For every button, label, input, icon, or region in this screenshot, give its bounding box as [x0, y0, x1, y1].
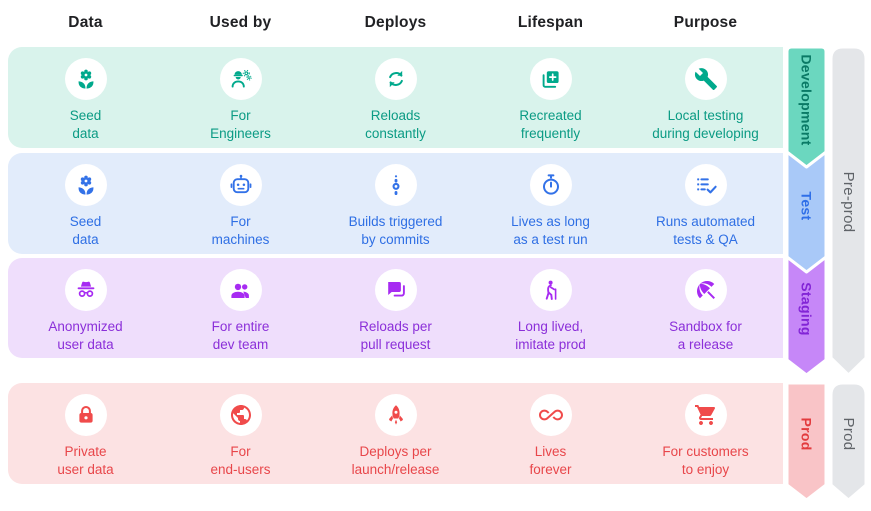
forum-icon [374, 269, 417, 311]
engineer-icon [219, 58, 262, 100]
cell-label: Long lived, imitate prod [515, 319, 586, 352]
cell-test-data: Seed data [8, 153, 163, 254]
commit-icon [374, 164, 417, 206]
column-header-purpose: Purpose [673, 14, 738, 31]
cell-label: For customers to enjoy [662, 444, 749, 477]
cell-label: Sandbox for a release [669, 319, 742, 352]
cell-prod-data: Private user data [8, 383, 163, 484]
ribbon-prod [785, 381, 828, 502]
wrench-icon [684, 58, 727, 100]
column-header-lifespan: Lifespan [517, 14, 584, 31]
cart-icon [684, 394, 727, 436]
infinity-icon [529, 394, 572, 436]
cell-prod-lifespan: Lives forever [473, 383, 628, 484]
prod-bracket [829, 381, 868, 502]
cell-test-lifespan: Lives as long as a test run [473, 153, 628, 254]
env-row-test: Seed data For machines Builds triggered by… [8, 153, 783, 254]
seedling-icon [64, 58, 107, 100]
cell-development-lifespan: Recreated frequently [473, 47, 628, 148]
column-header-deploys: Deploys [364, 14, 427, 31]
cell-label: Private user data [57, 444, 114, 477]
cell-development-used-by: For Engineers [163, 47, 318, 148]
cell-staging-purpose: Sandbox for a release [628, 258, 783, 358]
cell-prod-purpose: For customers to enjoy [628, 383, 783, 484]
cell-label: Seed data [69, 214, 102, 247]
robot-icon [219, 164, 262, 206]
ribbon-development [785, 45, 828, 169]
incognito-icon [64, 269, 107, 311]
cell-prod-deploys: Deploys per launch/release [318, 383, 473, 484]
column-headers: Data Used by Deploys Lifespan Purpose [8, 14, 783, 32]
ribbon-test-label: Test [799, 192, 815, 221]
group-icon [219, 269, 262, 311]
ribbon-development-label: Development [799, 54, 815, 145]
cell-label: Reloads per pull request [359, 319, 432, 352]
column-header-used-by: Used by [209, 14, 272, 31]
ribbon-prod-label: Prod [799, 417, 815, 450]
rocket-icon [374, 394, 417, 436]
elderly-icon [529, 269, 572, 311]
cell-staging-lifespan: Long lived, imitate prod [473, 258, 628, 358]
cell-staging-used-by: For entire dev team [163, 258, 318, 358]
cell-label: For Engineers [210, 108, 271, 141]
cell-label: Reloads constantly [365, 108, 426, 141]
lock-icon [64, 394, 107, 436]
ribbon-staging-label: Staging [799, 282, 815, 335]
prod-bracket-label: Prod [840, 418, 857, 451]
cell-label: Local testing during developing [652, 108, 759, 141]
cell-development-purpose: Local testing during developing [628, 47, 783, 148]
timer-icon [529, 164, 572, 206]
cell-label: Deploys per launch/release [351, 444, 440, 477]
cell-development-deploys: Reloads constantly [318, 47, 473, 148]
cell-test-used-by: For machines [163, 153, 318, 254]
env-row-staging: Anonymized user data For entire dev team R… [8, 258, 783, 358]
cell-label: Lives forever [529, 444, 572, 477]
cell-test-purpose: Runs automated tests & QA [628, 153, 783, 254]
cell-label: Anonymized user data [48, 319, 123, 352]
column-header-data: Data [68, 14, 103, 31]
umbrella-icon [684, 269, 727, 311]
globe-icon [219, 394, 262, 436]
sync-icon [374, 58, 417, 100]
env-row-prod: Private user data For end-users Deploys pe… [8, 383, 783, 484]
cell-development-data: Seed data [8, 47, 163, 148]
cell-prod-used-by: For end-users [163, 383, 318, 484]
cell-label: Builds triggered by commits [348, 214, 443, 247]
cell-label: Seed data [69, 108, 102, 141]
cell-test-deploys: Builds triggered by commits [318, 153, 473, 254]
cell-label: For entire dev team [211, 319, 270, 352]
cell-staging-data: Anonymized user data [8, 258, 163, 358]
cell-label: Runs automated tests & QA [655, 214, 756, 247]
cell-staging-deploys: Reloads per pull request [318, 258, 473, 358]
checklist-icon [684, 164, 727, 206]
pre-prod-bracket-label: Pre-prod [840, 172, 857, 233]
env-row-development: Seed data For Engineers Reloads constantly… [8, 47, 783, 148]
cell-label: For end-users [210, 444, 271, 477]
cell-label: Recreated frequently [519, 108, 582, 141]
cell-label: For machines [211, 214, 270, 247]
library-add-icon [529, 58, 572, 100]
seedling-icon [64, 164, 107, 206]
pre-prod-bracket [829, 45, 868, 377]
cell-label: Lives as long as a test run [511, 214, 590, 247]
